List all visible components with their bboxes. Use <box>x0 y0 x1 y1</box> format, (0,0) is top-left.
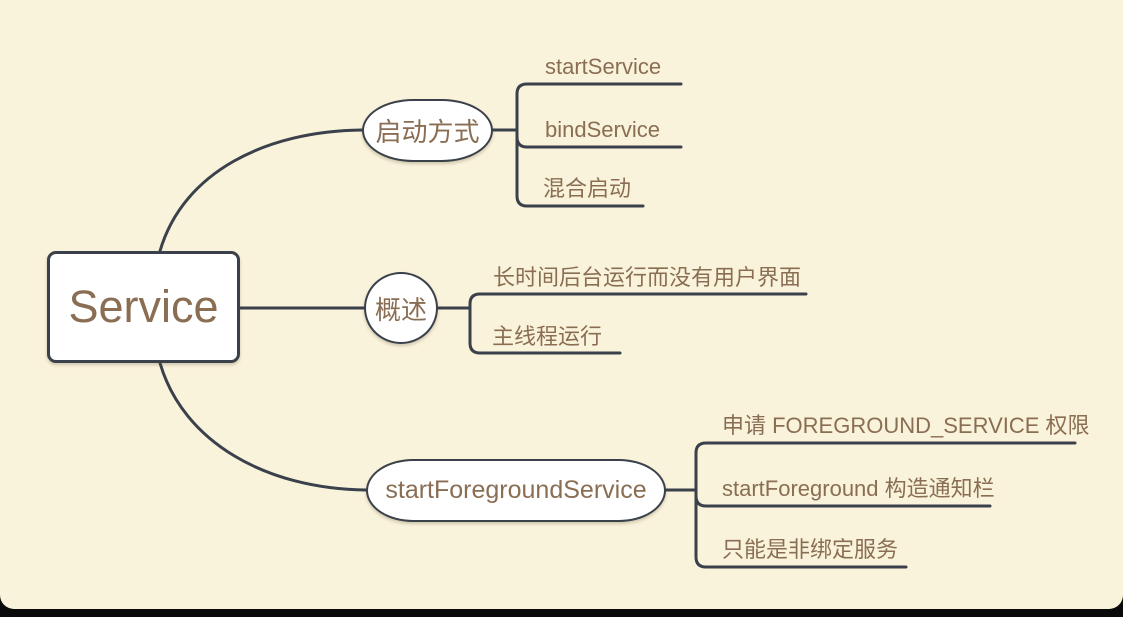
root-node-service[interactable]: Service <box>47 251 240 363</box>
topic-startforeground-notification[interactable]: startForeground 构造通知栏 <box>722 476 995 501</box>
topic-nonbinding-only[interactable]: 只能是非绑定服务 <box>722 537 899 562</box>
root-node-label: Service <box>68 281 219 332</box>
topic-long-running-background[interactable]: 长时间后台运行而没有用户界面 <box>493 265 802 290</box>
topic-main-thread[interactable]: 主线程运行 <box>492 324 603 349</box>
branch-node-overview[interactable]: 概述 <box>364 272 438 344</box>
topic-mixed-start[interactable]: 混合启动 <box>543 176 632 201</box>
link-root-to-startforegroundservice <box>158 361 368 492</box>
link-root-to-start-mode <box>158 128 364 253</box>
topic-foreground-service-permission[interactable]: 申请 FOREGROUND_SERVICE 权限 <box>722 413 1090 438</box>
branch-node-startforegroundservice[interactable]: startForegroundService <box>366 459 666 522</box>
branch-node-start-mode[interactable]: 启动方式 <box>362 99 493 162</box>
branch-node-label: startForegroundService <box>385 476 647 504</box>
topic-bindservice[interactable]: bindService <box>545 117 660 142</box>
window-frame-bottom <box>0 609 1123 617</box>
topic-startservice[interactable]: startService <box>545 54 662 79</box>
branch-node-label: 启动方式 <box>375 117 480 147</box>
branch-node-label: 概述 <box>374 294 427 325</box>
